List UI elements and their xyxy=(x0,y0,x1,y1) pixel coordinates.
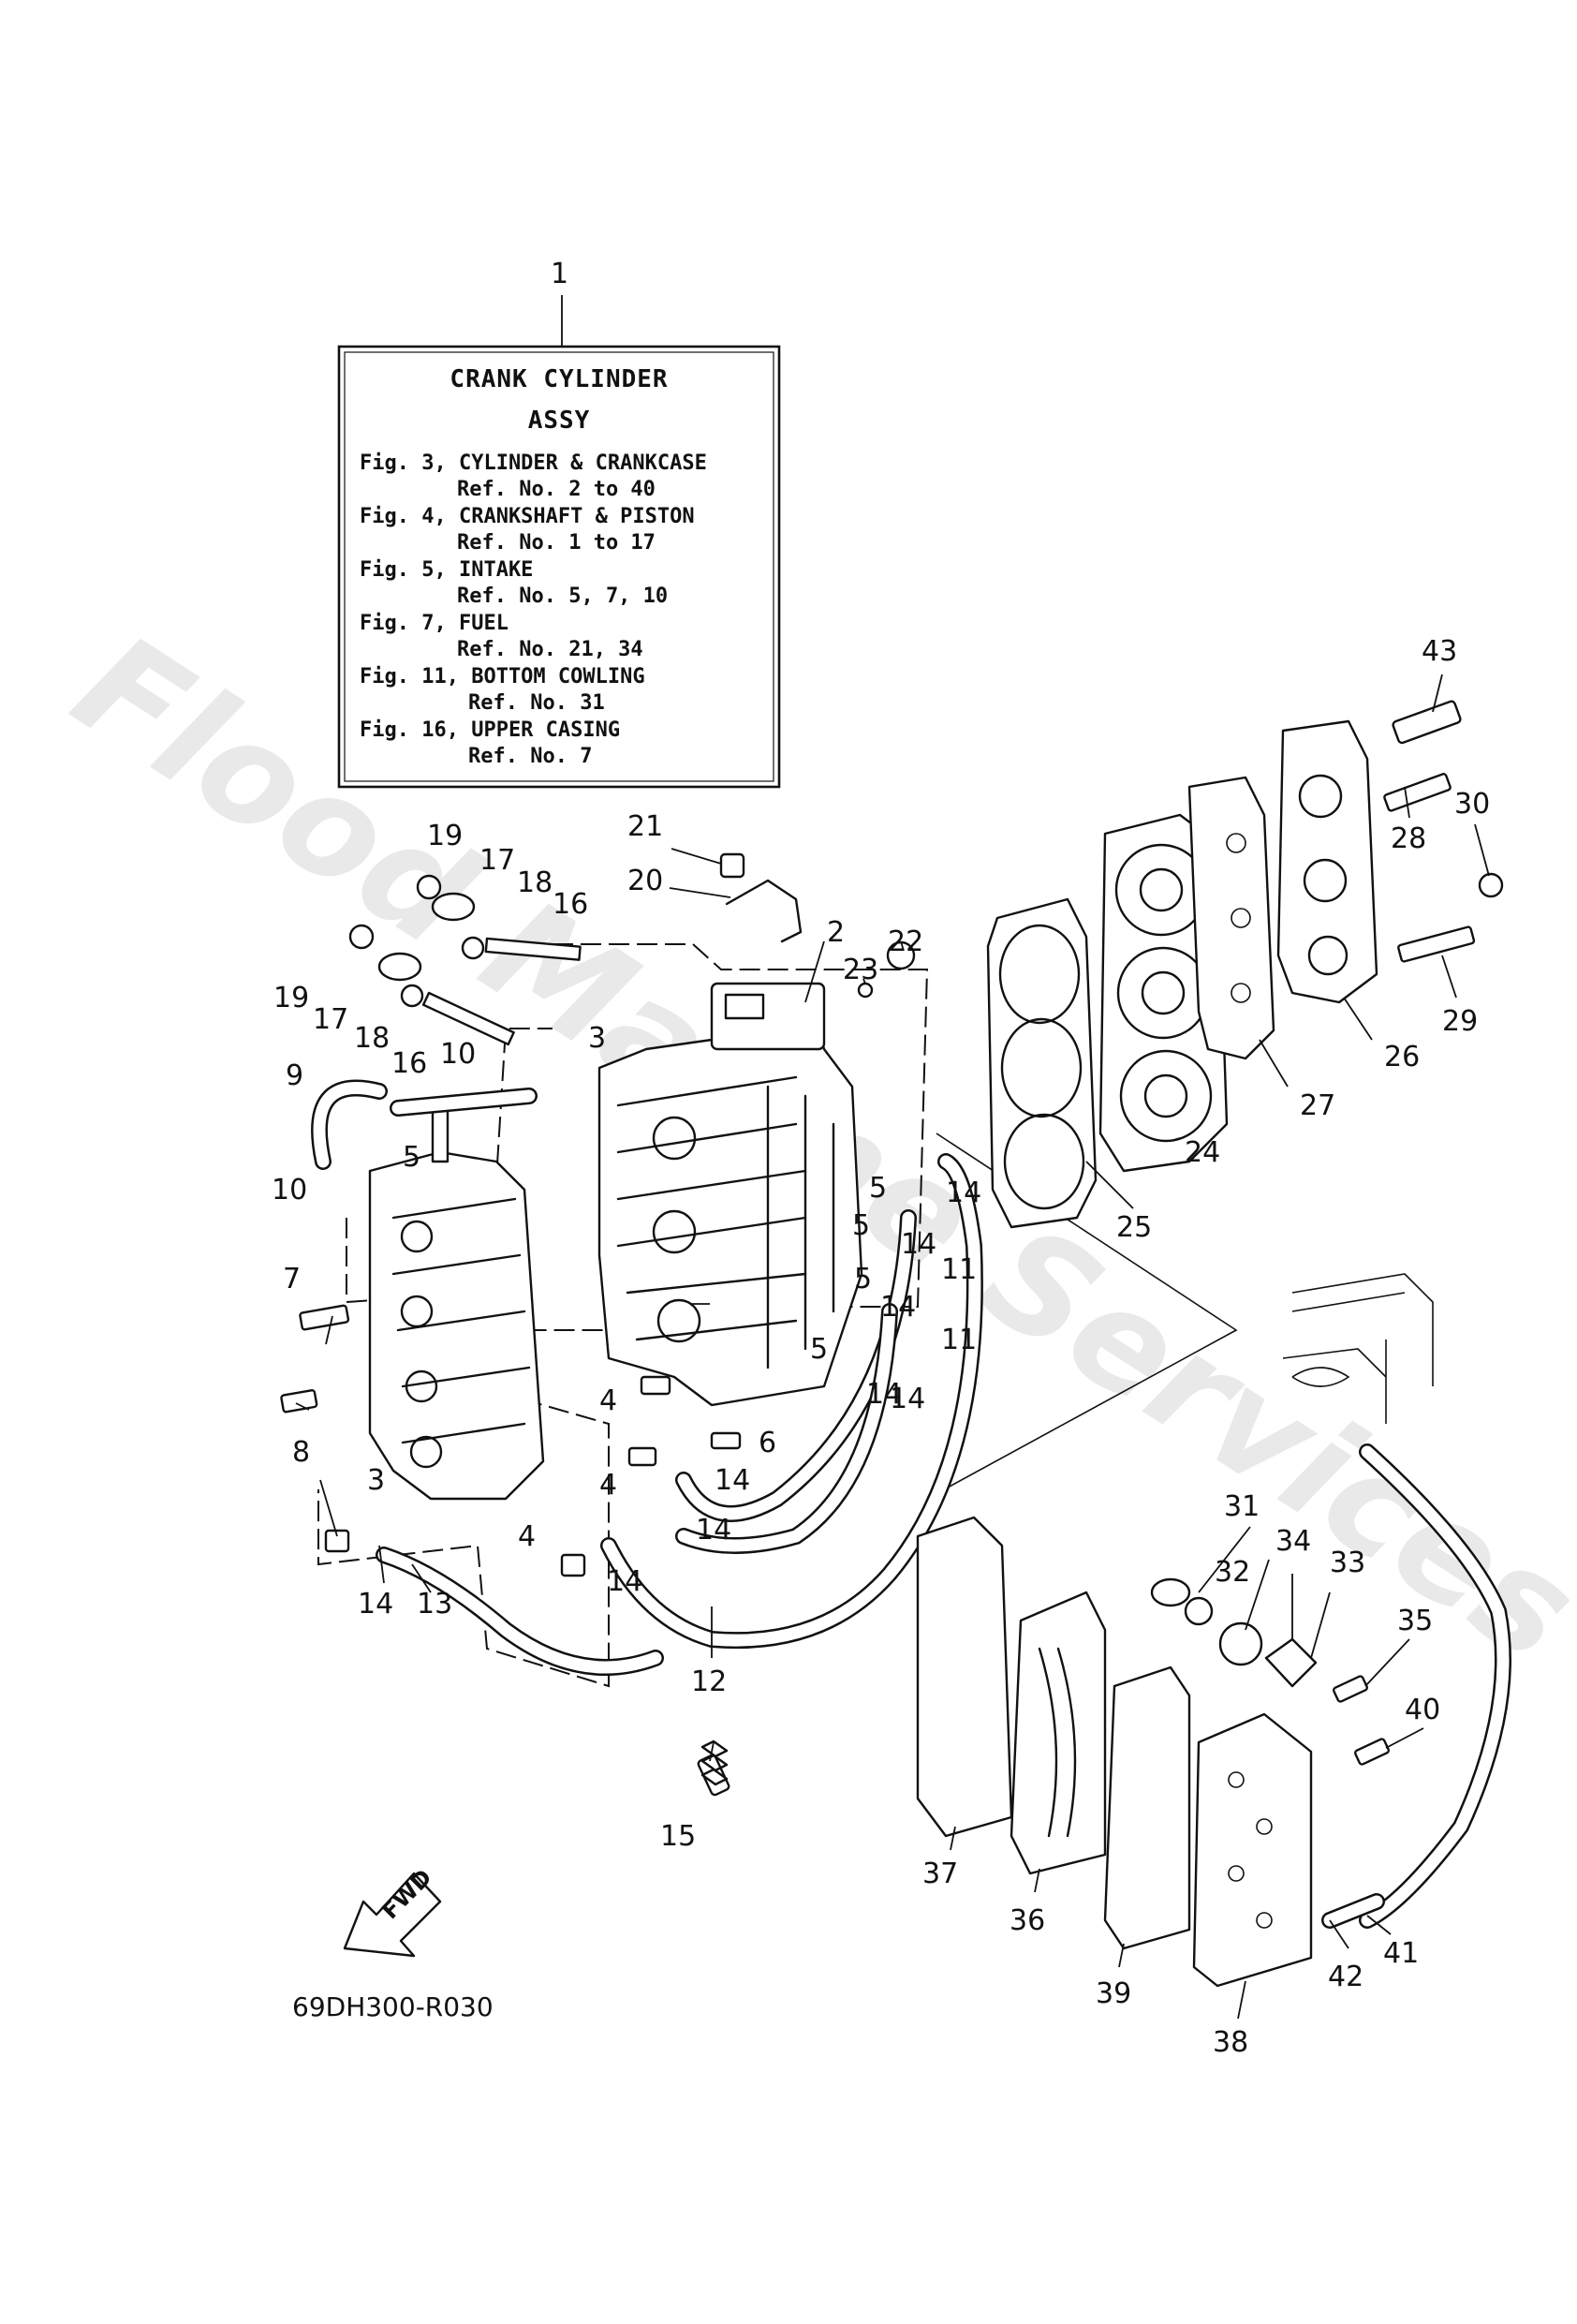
callout-label: 22 xyxy=(888,925,923,958)
callout-label: 18 xyxy=(517,866,553,899)
callout-label: 2 xyxy=(827,916,845,949)
callout-label: 4 xyxy=(599,1469,617,1502)
callout-label: 14 xyxy=(358,1588,393,1621)
callout-label: 41 xyxy=(1383,1937,1419,1970)
callout-label: 13 xyxy=(417,1588,452,1621)
head-cover-gasket-part xyxy=(1187,776,1275,1060)
upper-casing-sketch xyxy=(1282,1273,1434,1387)
callout-label: 7 xyxy=(283,1263,301,1295)
callout-label: 5 xyxy=(854,1263,872,1295)
callout-label: 19 xyxy=(427,820,463,852)
box-title-line1: CRANK CYLINDER xyxy=(450,365,668,393)
callout-label: 14 xyxy=(880,1291,916,1324)
callout-label: 9 xyxy=(286,1059,303,1092)
callout-label: 32 xyxy=(1215,1556,1250,1589)
callout-label: 5 xyxy=(869,1172,887,1205)
callout-label: 16 xyxy=(391,1047,427,1080)
box-line: Fig. 5, INTAKE xyxy=(360,558,533,582)
callout-labels: 43 28 30 29 26 27 24 25 21 20 2 23 22 19… xyxy=(272,635,1490,2059)
callout-label: 38 xyxy=(1213,2026,1248,2059)
callout-label: 4 xyxy=(518,1520,536,1553)
callout-label: 11 xyxy=(941,1253,977,1286)
callout-label: 21 xyxy=(627,810,663,843)
fwd-arrow: FWD xyxy=(343,1864,442,1958)
callout-label: 43 xyxy=(1422,635,1457,668)
diagram-code: 69DH300-R030 xyxy=(292,1991,494,2022)
callout-label: 15 xyxy=(660,1820,696,1853)
box-line: Fig. 11, BOTTOM COWLING xyxy=(360,665,645,688)
callout-label: 3 xyxy=(588,1022,606,1055)
callout-label: 24 xyxy=(1185,1136,1220,1169)
callout-label: 17 xyxy=(479,844,515,877)
callout-label: 6 xyxy=(759,1427,776,1459)
callout-label: 19 xyxy=(273,982,309,1014)
box-line: Fig. 4, CRANKSHAFT & PISTON xyxy=(360,505,695,528)
callout-label: 1 xyxy=(551,258,568,290)
callout-label: 34 xyxy=(1275,1525,1311,1558)
callout-label: 18 xyxy=(354,1022,390,1055)
box-line: Ref. No. 21, 34 xyxy=(457,638,643,661)
callout-label: 31 xyxy=(1224,1490,1260,1523)
callout-label: 27 xyxy=(1300,1089,1335,1122)
hardware-parts xyxy=(280,700,1504,1797)
callout-label: 10 xyxy=(440,1038,476,1071)
callout-label: 37 xyxy=(922,1858,958,1890)
callout-label: 28 xyxy=(1391,822,1426,855)
callout-label: 33 xyxy=(1330,1547,1365,1579)
callout-label: 42 xyxy=(1328,1961,1363,1993)
hose-parts xyxy=(311,1079,1511,1929)
callout-label: 14 xyxy=(946,1177,981,1209)
box-title-line2: ASSY xyxy=(528,407,591,435)
callout-label: 26 xyxy=(1384,1041,1420,1073)
callout-label: 14 xyxy=(715,1464,750,1497)
callout-label: 14 xyxy=(901,1228,936,1261)
box-line: Ref. No. 2 to 40 xyxy=(457,478,656,501)
callout-label: 5 xyxy=(403,1141,420,1174)
callout-label: 23 xyxy=(843,954,878,986)
crankcase-part xyxy=(597,982,863,1407)
callout-label: 40 xyxy=(1405,1694,1440,1726)
callout-label: 10 xyxy=(272,1174,307,1206)
callout-label: 3 xyxy=(367,1464,385,1497)
callout-label: 29 xyxy=(1442,1005,1478,1038)
callout-label: 16 xyxy=(553,888,588,921)
box-line: Ref. No. 1 to 17 xyxy=(457,531,656,555)
callout-label: 20 xyxy=(627,865,663,897)
head-gasket-part xyxy=(986,897,1098,1229)
callout-label: 14 xyxy=(696,1514,731,1547)
callout-label: 14 xyxy=(890,1383,925,1415)
callout-label: 30 xyxy=(1454,788,1490,821)
callout-label: 14 xyxy=(866,1378,902,1411)
box-line: Fig. 3, CYLINDER & CRANKCASE xyxy=(360,451,707,475)
callout-label: 17 xyxy=(313,1003,348,1036)
box-line: Ref. No. 5, 7, 10 xyxy=(457,585,668,608)
callout-label: 35 xyxy=(1397,1605,1433,1637)
callout-label: 5 xyxy=(810,1333,828,1366)
callout-label: 14 xyxy=(607,1565,642,1598)
intake-cover-part xyxy=(368,1103,545,1501)
exhaust-cover-parts xyxy=(916,1516,1391,1988)
callout-label: 12 xyxy=(691,1665,727,1698)
callout-label: 25 xyxy=(1116,1211,1152,1244)
leader-lines xyxy=(295,674,1490,2020)
box-line: Ref. No. 31 xyxy=(468,691,605,715)
box-line: Ref. No. 7 xyxy=(468,745,592,768)
callout-label: 8 xyxy=(292,1436,310,1469)
callout-label: 36 xyxy=(1010,1904,1045,1937)
callout-label: 11 xyxy=(941,1324,977,1356)
callout-label: 5 xyxy=(852,1209,870,1242)
box-line: Fig. 7, FUEL xyxy=(360,612,508,635)
callout-label: 39 xyxy=(1096,1977,1131,2010)
info-box: 1 CRANK CYLINDER ASSY Fig. 3, CYLINDER &… xyxy=(337,258,781,789)
box-line: Fig. 16, UPPER CASING xyxy=(360,718,620,742)
callout-label: 4 xyxy=(599,1384,617,1417)
head-cover-part xyxy=(1276,719,1378,1004)
